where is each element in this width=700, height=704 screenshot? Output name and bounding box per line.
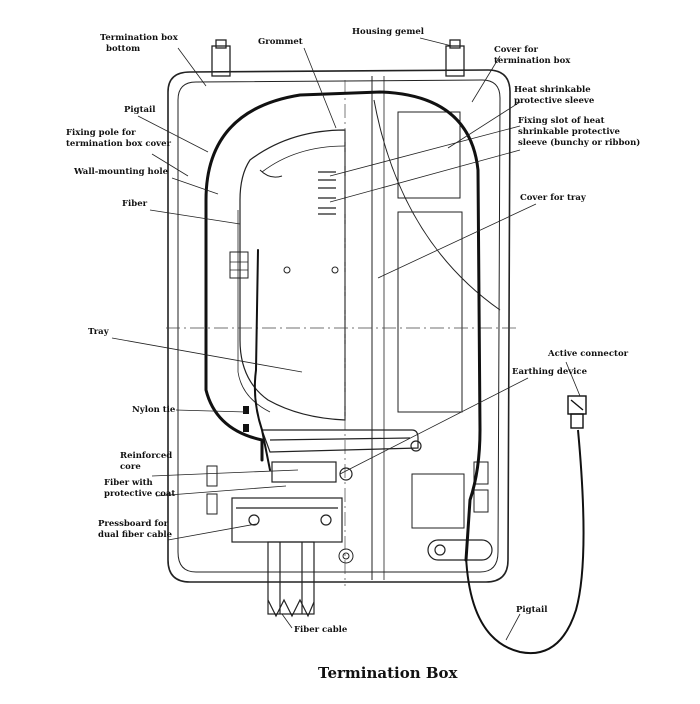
- label-wall-mounting-hole: Wall-mounting hole: [73, 167, 169, 177]
- fixing-slots: [318, 171, 336, 215]
- label-pressboard-1: Pressboard for: [98, 519, 169, 529]
- label-cover-for-tray: Cover for tray: [520, 193, 587, 203]
- active-connector: [567, 395, 587, 429]
- label-housing-gemel: Housing gemel: [352, 27, 425, 37]
- fiber-cable-exit: [267, 541, 315, 618]
- label-fixing-pole-2: termination box cover: [66, 139, 172, 149]
- label-termination-box-bottom-2: bottom: [106, 44, 140, 54]
- bottom-hardware: [231, 429, 493, 561]
- label-fixing-pole-1: Fixing pole for: [66, 128, 136, 138]
- center-lines: [166, 80, 520, 586]
- label-fiber-with-coat-2: protective coat: [104, 489, 175, 499]
- fiber-routing: [204, 90, 482, 562]
- label-fiber: Fiber: [122, 199, 148, 209]
- nylon-ties[interactable]: [243, 406, 249, 432]
- label-earthing-device: Earthing device: [512, 367, 588, 377]
- box-housing: [167, 69, 511, 583]
- external-pigtail: [465, 429, 585, 655]
- leader-lines: [111, 37, 581, 641]
- label-fixing-slot-1: Fixing slot of heat: [518, 116, 605, 126]
- label-pigtail-top: Pigtail: [124, 105, 156, 115]
- label-heat-sleeve-1: Heat shrinkable: [514, 85, 591, 95]
- label-fiber-cable: Fiber cable: [294, 625, 348, 635]
- label-fixing-slot-3: sleeve (bunchy or ribbon): [518, 137, 640, 148]
- holes: [283, 266, 354, 564]
- label-grommet: Grommet: [258, 37, 303, 47]
- cover-for-tray-arc: [373, 99, 501, 311]
- figure-caption: Termination Box: [318, 664, 459, 682]
- label-cover-for-termination-box-2: termination box: [494, 56, 571, 66]
- label-fiber-with-coat-1: Fiber with: [104, 478, 153, 488]
- label-pigtail-bottom: Pigtail: [516, 605, 548, 615]
- housing-gemel: [211, 39, 465, 77]
- label-reinforced-core-2: core: [120, 462, 141, 472]
- label-nylon-tie: Nylon tie: [132, 405, 176, 415]
- label-termination-box-bottom-1: Termination box: [100, 33, 179, 43]
- label-cover-for-termination-box-1: Cover for: [494, 45, 539, 55]
- label-heat-sleeve-2: protective sleeve: [514, 96, 595, 106]
- cover-panels: [206, 111, 489, 529]
- label-reinforced-core-1: Reinforced: [120, 451, 172, 461]
- label-pressboard-2: dual fiber cable: [98, 530, 173, 540]
- tray: [229, 129, 346, 421]
- label-tray: Tray: [88, 327, 110, 337]
- label-active-connector: Active connector: [547, 349, 629, 359]
- label-fixing-slot-2: shrinkable protective: [518, 127, 620, 137]
- labels: Termination box bottom Grommet Housing g…: [66, 27, 640, 635]
